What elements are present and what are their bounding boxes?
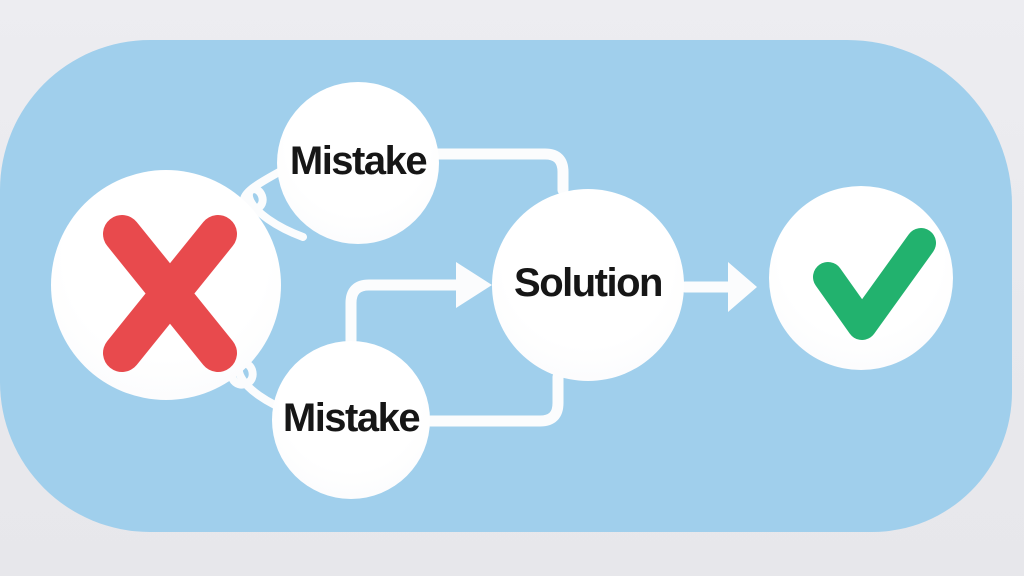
check-icon bbox=[813, 228, 936, 340]
loop-connector-top bbox=[240, 167, 307, 241]
node-mistake-bottom-label: Mistake bbox=[282, 396, 421, 440]
x-icon bbox=[103, 215, 237, 372]
node-solution-label: Solution bbox=[514, 261, 663, 305]
node-error bbox=[51, 170, 281, 400]
node-mistake-top: Mistake bbox=[277, 82, 439, 244]
node-success bbox=[769, 186, 953, 370]
connector-elbow-lines bbox=[345, 148, 736, 427]
node-mistake-bottom: Mistake bbox=[272, 341, 430, 499]
node-solution: Solution bbox=[492, 189, 684, 381]
node-mistake-top-label: Mistake bbox=[289, 139, 428, 183]
